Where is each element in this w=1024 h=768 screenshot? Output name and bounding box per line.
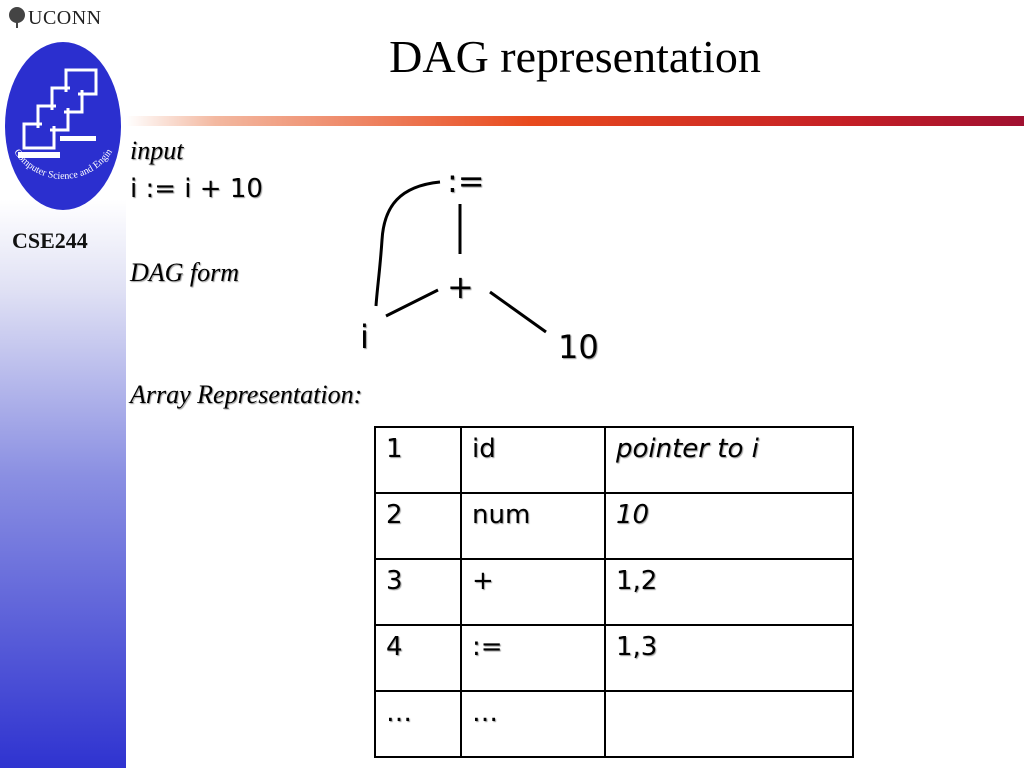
edge-plus-to-i [385,288,439,318]
oak-leaf-icon [9,7,25,28]
title-divider [126,116,1024,126]
cell-index: 2 [374,492,462,560]
cell-value: 1,3 [604,624,854,692]
cse-logo: Computer Science and Engineering [0,40,121,210]
table-row: … … [374,690,854,758]
dag-node-10: 10 [558,328,599,366]
cell-index: 4 [374,624,462,692]
cell-value: pointer to i [604,426,854,494]
dag-node-i: i [360,318,369,356]
cell-value: 10 [604,492,854,560]
cell-value: 1,2 [604,558,854,626]
dag-form-label: DAG form [130,258,240,287]
cell-index: 3 [374,558,462,626]
dag-node-assign: := [447,162,485,200]
input-code: i := i + 10 [130,174,263,204]
table-row: 2 num 10 [374,492,854,560]
table-row: 1 id pointer to i [374,426,854,494]
cell-op: + [460,558,606,626]
university-name: UCONN [28,7,102,29]
uconn-wordmark: UCONN [6,6,102,30]
cell-op: num [460,492,606,560]
course-code: CSE244 [12,228,88,253]
cell-index: 1 [374,426,462,494]
table-row: 3 + 1,2 [374,558,854,626]
cell-index: … [374,690,462,758]
array-table: 1 id pointer to i 2 num 10 3 + 1,2 4 := … [374,426,854,758]
cell-op: id [460,426,606,494]
slide-title: DAG representation [389,31,761,82]
cell-op: := [460,624,606,692]
edge-assign-to-i [374,180,441,307]
cell-op: … [460,690,606,758]
input-label: input [130,136,184,165]
array-representation-label: Array Representation: [130,380,363,409]
edge-plus-to-10 [489,290,547,334]
dag-node-plus: + [447,268,474,306]
cell-value [604,690,854,758]
sidebar: UCONN Computer Science and Engineering C… [0,0,126,768]
table-row: 4 := 1,3 [374,624,854,692]
